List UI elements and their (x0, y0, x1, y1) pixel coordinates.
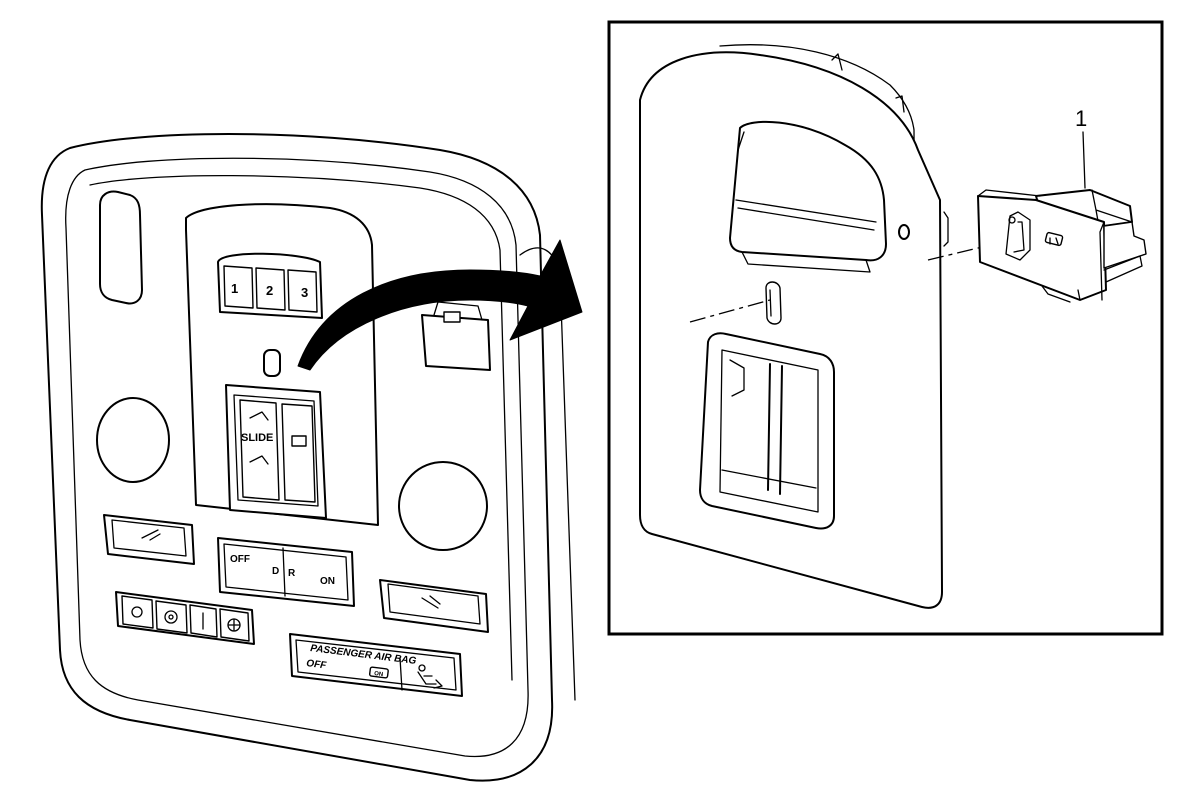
dome-door-label: D (272, 566, 279, 577)
switch-screw-hole (1008, 216, 1016, 224)
airbag-on-lamp (368, 666, 389, 679)
memory-button-group: 1 2 3 (217, 252, 323, 319)
dome-light-switch[interactable]: OFF D R ON (217, 537, 355, 607)
airbag-off-label: OFF (306, 658, 328, 671)
onstar-emergency-button[interactable] (219, 608, 250, 642)
dome-on-label: ON (320, 576, 335, 587)
sunroof-tilt-button[interactable] (281, 403, 316, 503)
switch-bottom-clip (1041, 285, 1071, 303)
right-map-light-button[interactable] (379, 579, 489, 633)
right-round-lens (398, 461, 488, 551)
sunroof-slide-button[interactable] (239, 399, 280, 501)
right-map-light-icon (421, 595, 441, 609)
switch-slot (765, 281, 782, 325)
switch-connector-tab (1103, 255, 1143, 283)
onstar-button-row (115, 591, 255, 645)
callout-leader (1082, 131, 1086, 189)
airbag-on-label: ON (374, 671, 384, 678)
small-sensor (263, 349, 281, 377)
alignment-line-left (689, 299, 771, 323)
airbag-indicator-panel: PASSENGER AIR BAG OFF ON (289, 633, 463, 697)
console-inner-bezel (65, 157, 529, 758)
sunroof-slide-label: SLIDE (241, 432, 273, 444)
panel-back-edge (719, 44, 917, 591)
left-map-light-icon (141, 529, 161, 541)
left-round-lens (96, 397, 170, 483)
screw-hole (898, 224, 910, 240)
upper-opening (729, 120, 887, 262)
onstar-voice-button[interactable] (121, 595, 154, 629)
detail-view: 1 (639, 44, 1147, 609)
center-module (185, 203, 379, 526)
dome-off-label: OFF (230, 554, 250, 565)
memory-button-2-label: 2 (266, 283, 273, 298)
lower-opening-inner (719, 349, 819, 513)
upper-opening-inner (735, 131, 877, 273)
sunroof-tilt-icon (291, 435, 307, 447)
switch-terminal-2 (1044, 231, 1064, 247)
dome-door-suffix: R (288, 568, 296, 579)
onstar-center-button[interactable] (189, 604, 218, 638)
overhead-console: 1 2 3 SLIDE (40, 133, 576, 782)
seat-occupant-icon (417, 664, 443, 689)
console-rim-line (89, 174, 513, 681)
right-lamp-icon (443, 311, 461, 323)
memory-button-3[interactable]: 3 (287, 269, 318, 313)
switch-face-edge (977, 189, 1105, 301)
sunroof-close-icon (249, 455, 269, 465)
removal-arrow (297, 239, 583, 371)
left-map-light-button[interactable] (103, 514, 195, 565)
panel-face (639, 51, 943, 609)
memory-button-3-label: 3 (301, 285, 308, 300)
switch-terminal-1 (1005, 211, 1031, 261)
alignment-line-right (927, 237, 1021, 261)
memory-button-1[interactable]: 1 (223, 265, 254, 309)
memory-button-1-label: 1 (231, 281, 238, 296)
right-lamp-button[interactable] (421, 301, 491, 371)
switch-terminal-1-inner (1013, 221, 1025, 253)
lower-opening-detail (721, 359, 817, 489)
callout-label: 1 (1075, 106, 1087, 131)
sunroof-switch: SLIDE (225, 384, 327, 519)
left-lamp-slot (99, 190, 143, 305)
switch-body-side (1103, 221, 1147, 269)
lower-opening-divider (767, 363, 783, 495)
sunroof-inner (233, 394, 319, 507)
switch-component (977, 189, 1147, 303)
console-outer-bezel (40, 133, 554, 782)
lower-opening (699, 332, 835, 530)
sunroof-open-icon (249, 411, 269, 421)
onstar-call-button[interactable] (155, 600, 188, 634)
memory-button-2[interactable]: 2 (255, 267, 286, 311)
